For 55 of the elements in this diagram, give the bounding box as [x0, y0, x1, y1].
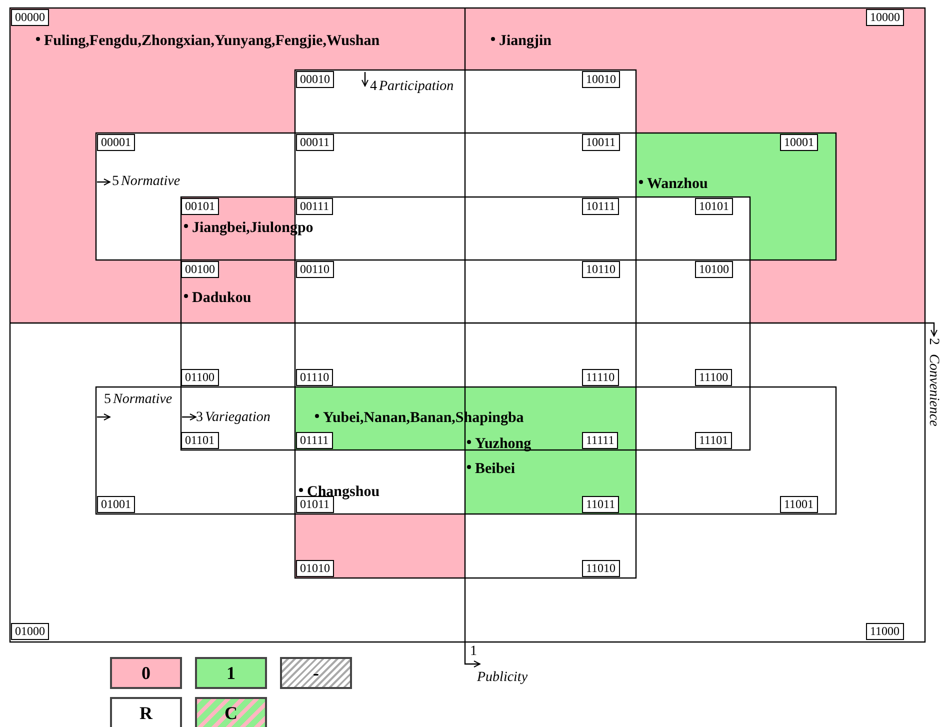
region-code: 00001 — [97, 134, 135, 151]
set-label: Normative — [113, 392, 172, 408]
region-code: 01111 — [296, 432, 333, 449]
region-code: 11000 — [866, 623, 904, 640]
region-code: 01011 — [296, 496, 334, 513]
set-label: Normative — [121, 174, 180, 190]
place-list: Yuzhong — [466, 436, 532, 453]
set-number: 5 — [112, 174, 119, 190]
region-code: 10000 — [866, 9, 904, 26]
set-number: 1 — [470, 644, 477, 660]
region-code: 11111 — [582, 432, 618, 449]
region-code: 11010 — [582, 560, 620, 577]
region-code: 11001 — [780, 496, 818, 513]
region-code: 01001 — [97, 496, 135, 513]
region-code: 00011 — [296, 134, 334, 151]
place-list: Fuling,Fengdu,Zhongxian,Yunyang,Fengjie,Wushan — [35, 33, 380, 50]
legend-swatch: 0 — [110, 657, 182, 689]
region-code: 00111 — [296, 198, 334, 215]
region-code: 10101 — [695, 198, 733, 215]
region-code: 01000 — [11, 623, 49, 640]
set-label: Participation — [379, 79, 454, 95]
legend-swatch: 1 — [195, 657, 267, 689]
set-number: 2 — [926, 338, 941, 345]
region-code: 10010 — [582, 71, 620, 88]
set-number: 5 — [104, 392, 111, 408]
region-code: 10001 — [780, 134, 818, 151]
region-code: 01010 — [296, 560, 334, 577]
set-label: Variegation — [205, 410, 270, 426]
legend-swatch: - — [280, 657, 352, 689]
region-code: 01100 — [181, 369, 219, 386]
place-list: Wanzhou — [638, 176, 708, 193]
region-code: 00101 — [181, 198, 219, 215]
region-code: 00100 — [181, 261, 219, 278]
region-code: 10100 — [695, 261, 733, 278]
place-list: Jiangjin — [490, 33, 552, 50]
set-label: Convenience — [926, 354, 941, 426]
place-list: Dadukou — [183, 290, 252, 307]
region-code: 00000 — [11, 9, 49, 26]
region-code: 11110 — [582, 369, 619, 386]
region-code: 10110 — [582, 261, 620, 278]
region-code: 11011 — [582, 496, 620, 513]
region-code: 00110 — [296, 261, 334, 278]
region-code: 10011 — [582, 134, 620, 151]
set-number: 4 — [370, 79, 377, 95]
legend-swatch: R — [110, 697, 182, 727]
region-code: 01101 — [181, 432, 219, 449]
region-code: 11101 — [695, 432, 732, 449]
region-code: 10111 — [582, 198, 620, 215]
legend-swatch: C — [195, 697, 267, 727]
region-code: 00010 — [296, 71, 334, 88]
region-code: 11100 — [695, 369, 732, 386]
set-label: Publicity — [477, 670, 528, 686]
place-list: Beibei — [466, 461, 515, 478]
region-code: 01110 — [296, 369, 334, 386]
set-number: 3 — [196, 410, 203, 426]
